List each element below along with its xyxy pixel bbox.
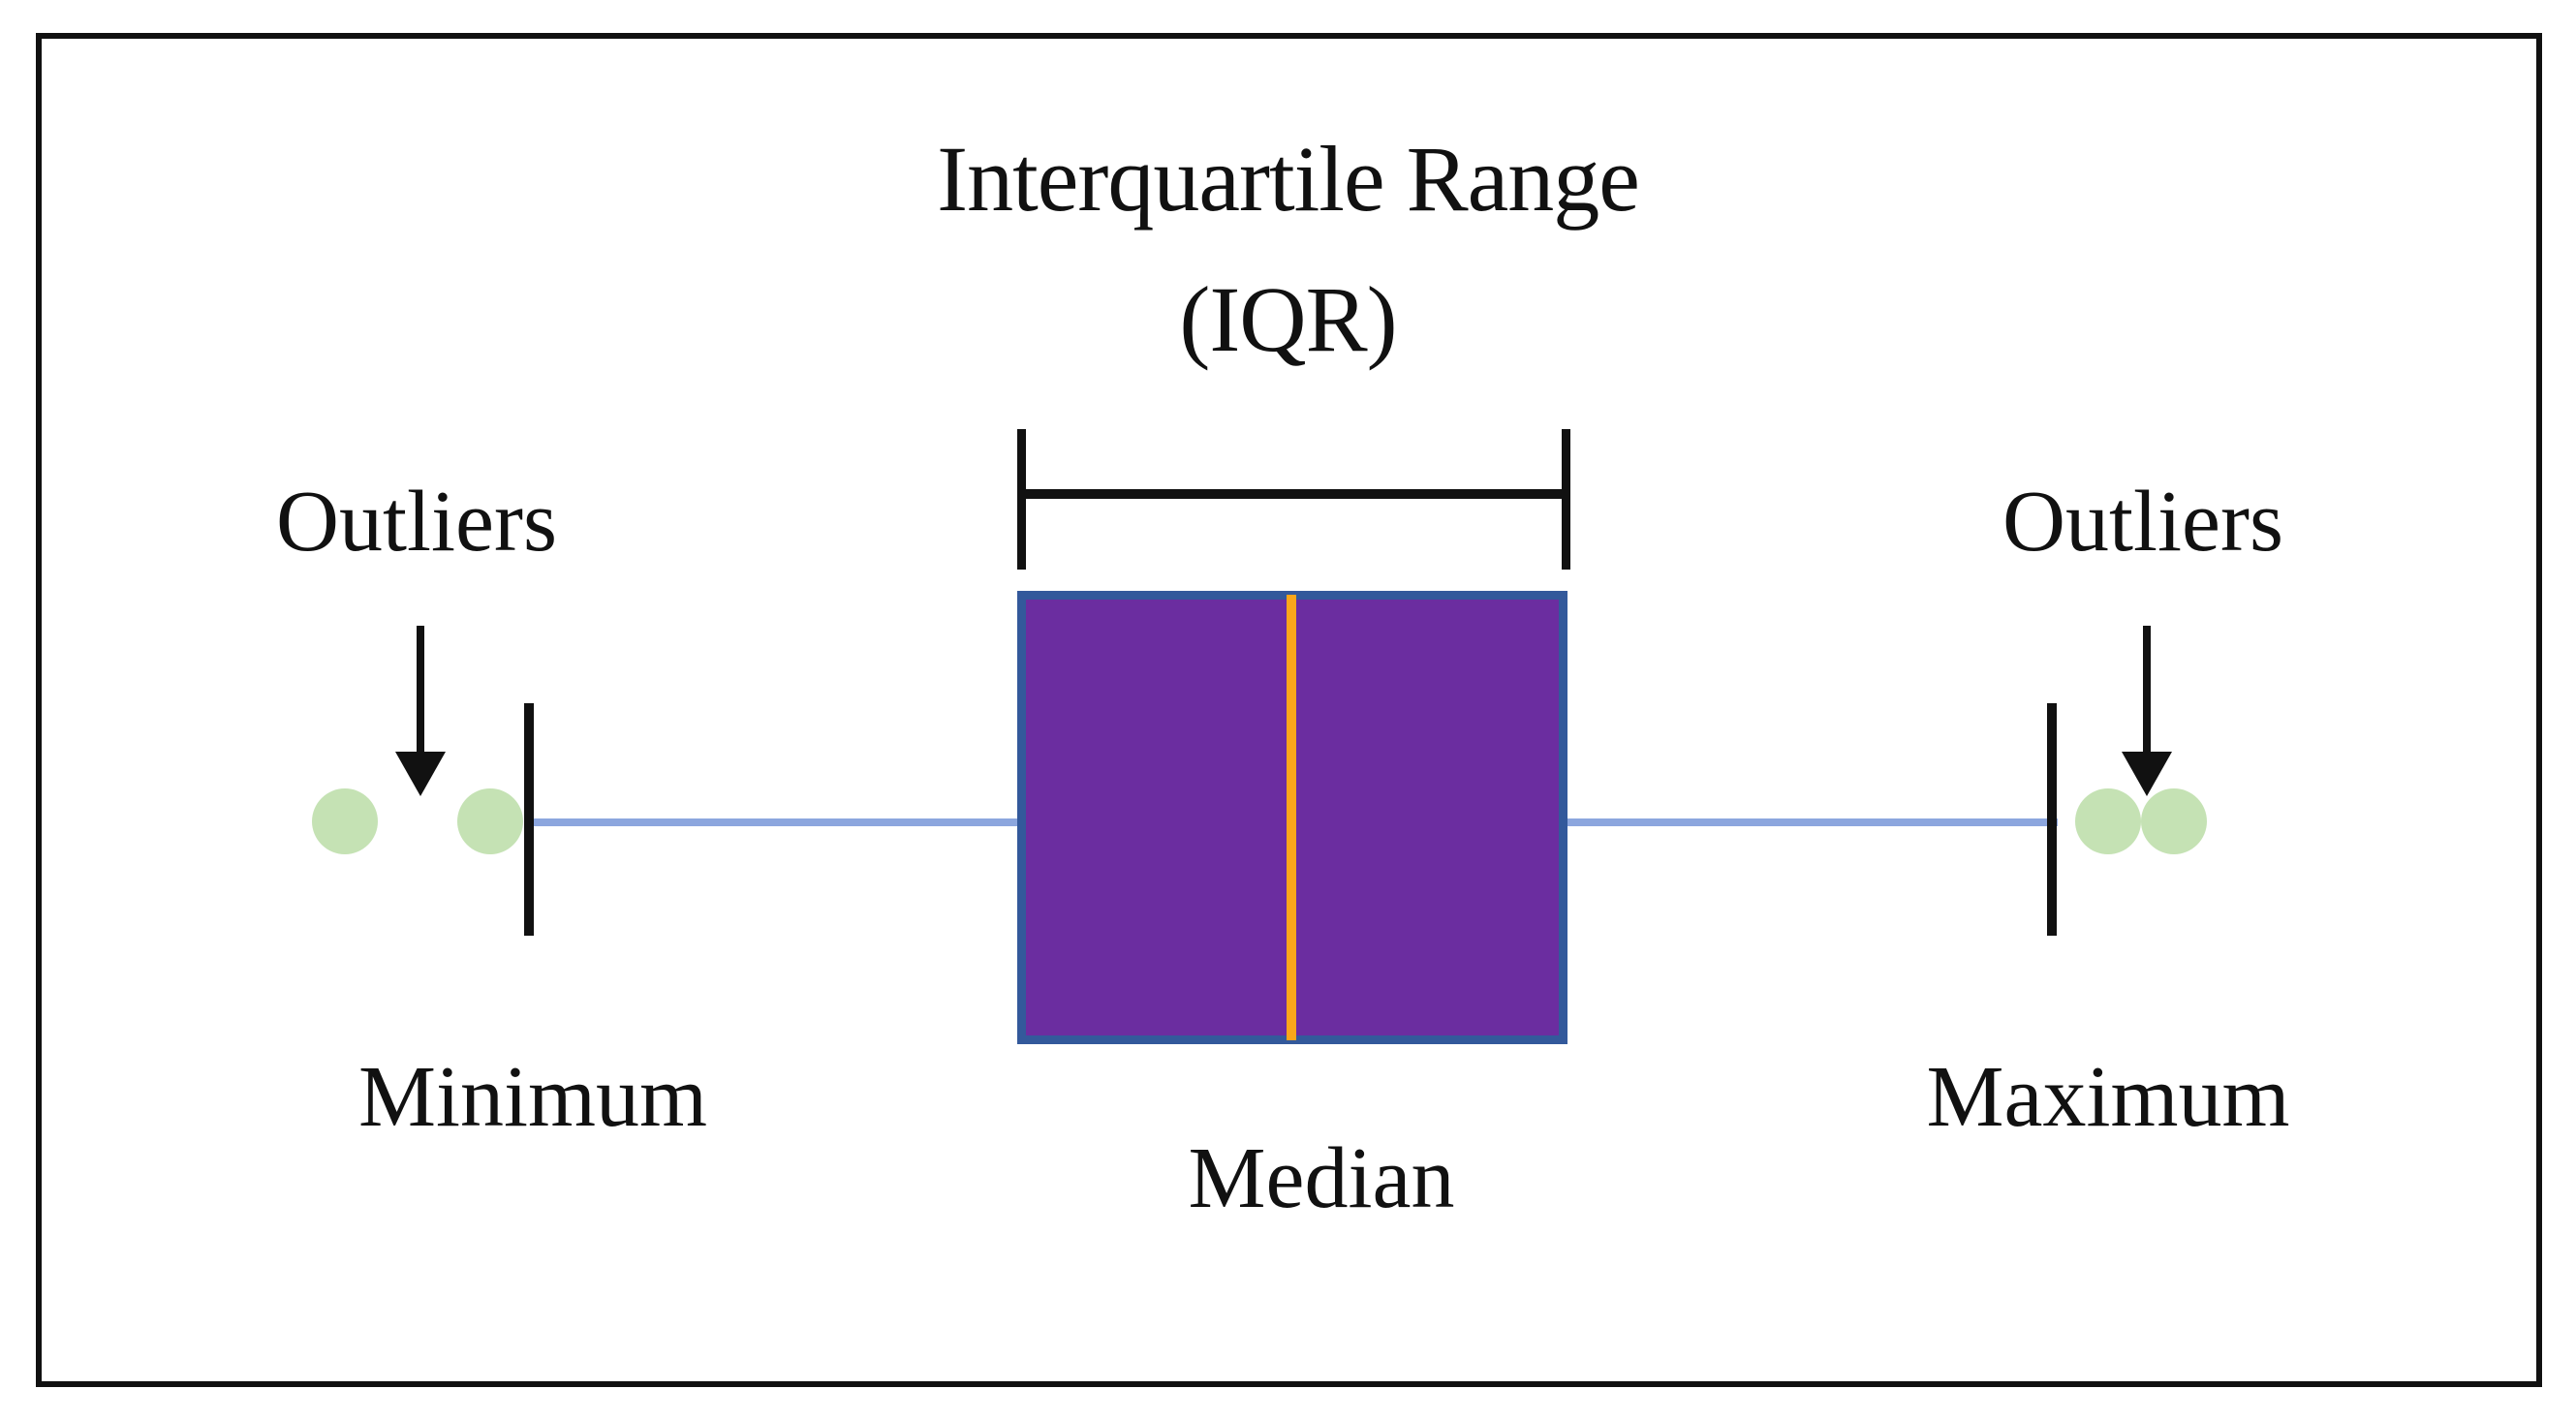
whisker-cap-maximum — [2047, 703, 2057, 936]
down-arrow-icon — [2143, 626, 2151, 756]
iqr-bracket-span-bar — [1017, 489, 1570, 499]
whisker-cap-minimum — [524, 703, 534, 936]
outlier-dot — [2141, 788, 2207, 854]
whisker-line-left — [528, 818, 1024, 826]
chart-title-line-1: Interquartile Range — [937, 127, 1640, 231]
label-outliers-left: Outliers — [276, 474, 557, 570]
label-minimum: Minimum — [357, 1049, 708, 1145]
median-line — [1287, 595, 1296, 1040]
chart-title-line-2: (IQR) — [1179, 267, 1397, 371]
label-maximum: Maximum — [1926, 1049, 2290, 1145]
outlier-dot — [2075, 788, 2141, 854]
down-arrow-icon — [417, 626, 424, 756]
label-outliers-right: Outliers — [2002, 474, 2283, 570]
iqr-bracket-right-tick — [1562, 429, 1570, 570]
whisker-line-right — [1562, 818, 2058, 826]
outlier-dot — [457, 788, 523, 854]
outlier-dot — [312, 788, 378, 854]
down-arrow-icon — [2122, 752, 2172, 796]
down-arrow-icon — [395, 752, 446, 796]
iqr-bracket-left-tick — [1017, 429, 1026, 570]
label-median: Median — [1188, 1130, 1455, 1226]
